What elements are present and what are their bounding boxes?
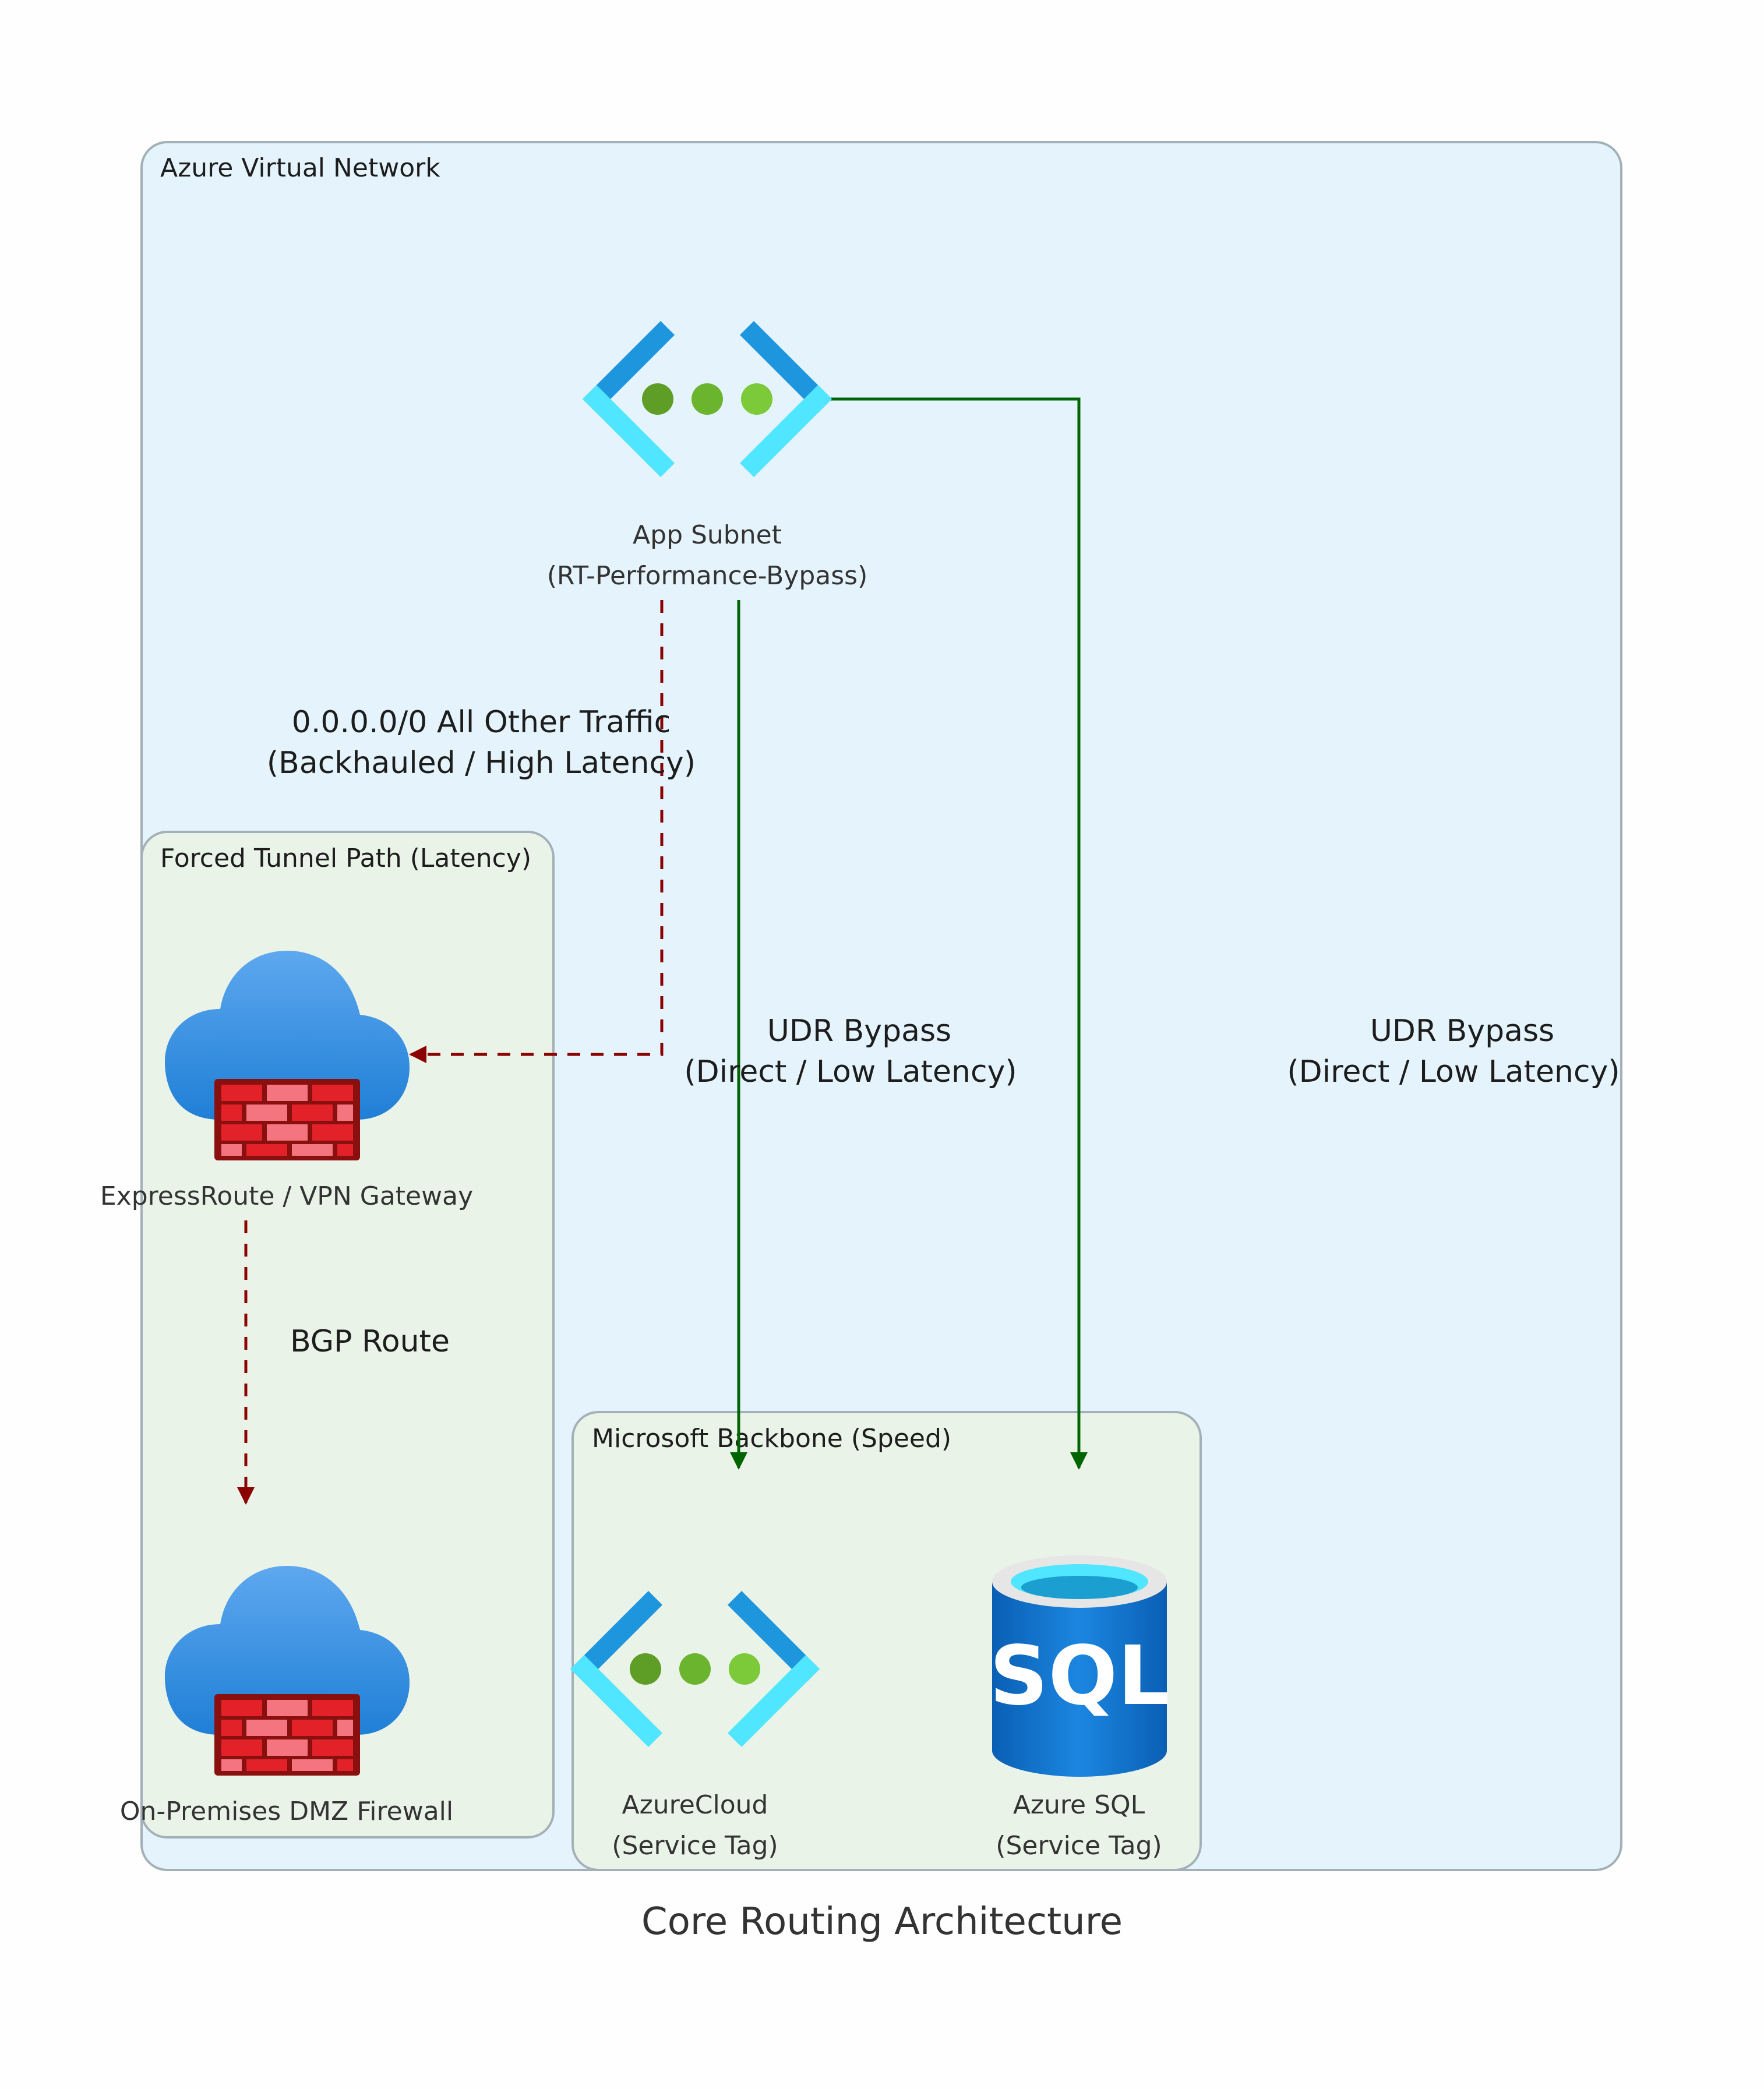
cluster-label-backbone: Microsoft Backbone (Speed) [592, 1424, 951, 1453]
edge-label-bypass-sql-line1: UDR Bypass [1370, 1014, 1554, 1049]
node-label-gateway: ExpressRoute / VPN Gateway [100, 1181, 473, 1211]
sql-database-icon [989, 1555, 1170, 1777]
edge-label-forced-line2: (Backhauled / High Latency) [267, 746, 696, 781]
node-label-app-subnet-line2: (RT-Performance-Bypass) [547, 561, 868, 591]
node-label-azurecloud-line2: (Service Tag) [612, 1831, 778, 1861]
edge-forced-tunnel [409, 600, 664, 1063]
edge-label-forced-line1: 0.0.0.0/0 All Other Traffic [292, 705, 671, 740]
node-label-azuresql-line2: (Service Tag) [996, 1831, 1162, 1861]
node-label-dmz: On-Premises DMZ Firewall [120, 1797, 453, 1826]
diagram-caption: Core Routing Architecture [641, 1900, 1123, 1943]
node-label-app-subnet-line1: App Subnet [633, 520, 782, 550]
node-azurecloud[interactable]: AzureCloud (Service Tag) [584, 1605, 806, 1861]
edge-label-bypass-cloud-line2: (Direct / Low Latency) [684, 1054, 1017, 1089]
node-dmz-firewall[interactable]: On-Premises DMZ Firewall [120, 1566, 453, 1826]
edge-label-bypass-cloud-line1: UDR Bypass [767, 1014, 951, 1049]
node-label-azuresql-line1: Azure SQL [1013, 1790, 1145, 1820]
cluster-label-vnet: Azure Virtual Network [160, 153, 440, 183]
cluster-label-forced: Forced Tunnel Path (Latency) [160, 844, 531, 873]
edge-label-bgp: BGP Route [290, 1324, 450, 1359]
edge-bypass-azuresql [827, 397, 1088, 1470]
node-gateway[interactable]: ExpressRoute / VPN Gateway [100, 951, 473, 1211]
node-app-subnet[interactable]: App Subnet (RT-Performance-Bypass) [547, 335, 868, 591]
node-azure-sql[interactable]: Azure SQL (Service Tag) [989, 1555, 1170, 1861]
edge-label-bypass-sql-line2: (Direct / Low Latency) [1287, 1054, 1620, 1089]
node-label-azurecloud-line1: AzureCloud [622, 1790, 768, 1820]
